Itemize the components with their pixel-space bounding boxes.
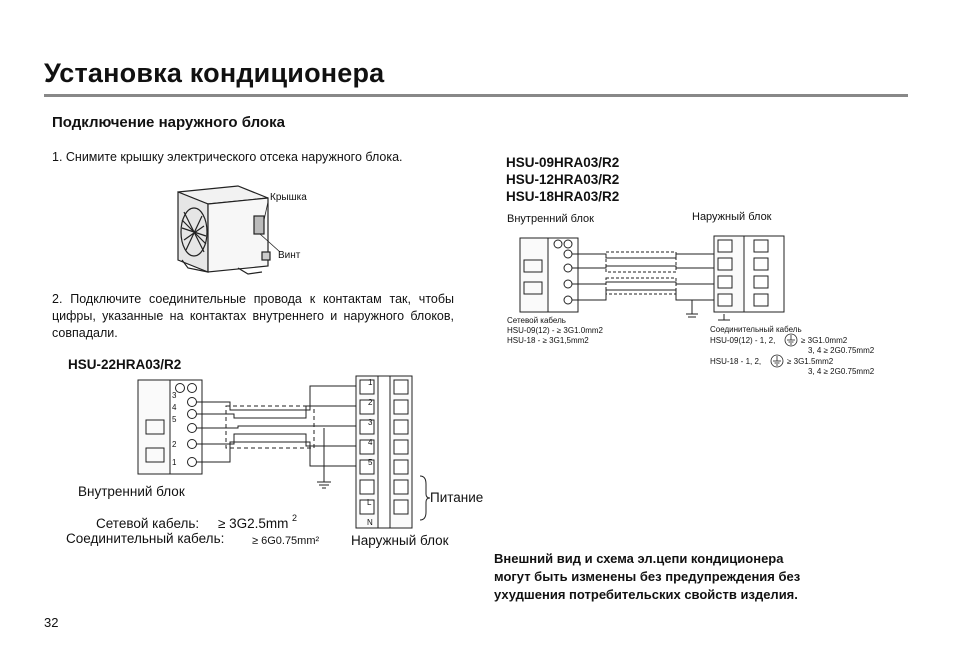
outdoor-terminal-2: 2 [368, 398, 373, 407]
indoor-terminal-5: 5 [172, 415, 177, 424]
small-wiring-diagram [519, 235, 785, 321]
outdoor-terminal-1: 1 [368, 378, 373, 387]
model-label-22: HSU-22HRA03/R2 [68, 357, 182, 372]
page-title: Установка кондиционера [44, 58, 385, 88]
small-power-cable-line-2: HSU-18 - ≥ 3G1,5mm2 [507, 336, 589, 345]
large-power-cable-label: Сетевой кабель: [96, 516, 200, 531]
ground-symbol-icon [770, 354, 784, 368]
screw-label: Винт [278, 250, 301, 261]
indoor-terminal-1: 1 [172, 458, 177, 467]
outdoor-terminal-5: 5 [368, 458, 373, 467]
outdoor-terminal-3: 3 [368, 418, 373, 427]
large-power-cable-sup: 2 [292, 513, 298, 523]
model-label-09: HSU-09HRA03/R2 [506, 155, 620, 170]
ground-symbol-icon [784, 333, 798, 347]
small-connect-18-b: 3, 4 ≥ 2G0.75mm2 [808, 367, 875, 376]
power-label: Питание [430, 490, 484, 505]
small-power-cable-line-1: HSU-09(12) - ≥ 3G1.0mm2 [507, 326, 603, 335]
model-label-12: HSU-12HRA03/R2 [506, 172, 620, 187]
outdoor-terminal-4: 4 [368, 438, 373, 447]
page-number: 32 [44, 615, 59, 630]
step-2-text: 2. Подключите соединительные провода к к… [52, 292, 454, 340]
step-1-text: 1. Снимите крышку электрического отсека … [52, 150, 403, 164]
large-connect-cable-value: ≥ 6G0.75mm² [252, 535, 320, 547]
indoor-terminal-4: 4 [172, 403, 177, 412]
notice-line-3: ухудшения потребительских свойств издели… [494, 587, 798, 602]
large-indoor-label: Внутренний блок [78, 484, 185, 499]
title-divider [44, 94, 908, 97]
small-outdoor-label: Наружный блок [692, 211, 772, 223]
cover-label: Крышка [270, 192, 307, 203]
indoor-terminal-2: 2 [172, 440, 177, 449]
small-connect-18-a: ≥ 3G1.5mm2 [787, 357, 834, 366]
outdoor-unit-illustration [177, 185, 281, 275]
small-connect-cable-title: Соединительный кабель [710, 325, 802, 334]
small-connect-18-prefix: HSU-18 - 1, 2, [710, 357, 762, 366]
small-connect-09-prefix: HSU-09(12) - 1, 2, [710, 336, 776, 345]
outdoor-terminal-L: L [367, 498, 372, 507]
large-wiring-diagram [137, 375, 431, 529]
indoor-terminal-3: 3 [172, 391, 177, 400]
small-connect-09-b: 3, 4 ≥ 2G0.75mm2 [808, 346, 875, 355]
notice-text: Внешний вид и схема эл.цепи кондиционера… [494, 550, 800, 604]
small-indoor-label: Внутренний блок [507, 213, 594, 225]
notice-line-2: могут быть изменены без предупреждения б… [494, 569, 801, 584]
large-power-cable-value: ≥ 3G2.5mm [218, 516, 289, 531]
small-power-cable-title: Сетевой кабель [507, 316, 566, 325]
large-outdoor-label: Наружный блок [351, 533, 449, 548]
model-label-18: HSU-18HRA03/R2 [506, 189, 620, 204]
notice-line-1: Внешний вид и схема эл.цепи кондиционера [494, 551, 784, 566]
outdoor-terminal-N: N [367, 518, 373, 527]
section-heading: Подключение наружного блока [52, 114, 285, 131]
large-connect-cable-label: Соединительный кабель: [66, 531, 225, 546]
small-connect-09-a: ≥ 3G1.0mm2 [801, 336, 848, 345]
